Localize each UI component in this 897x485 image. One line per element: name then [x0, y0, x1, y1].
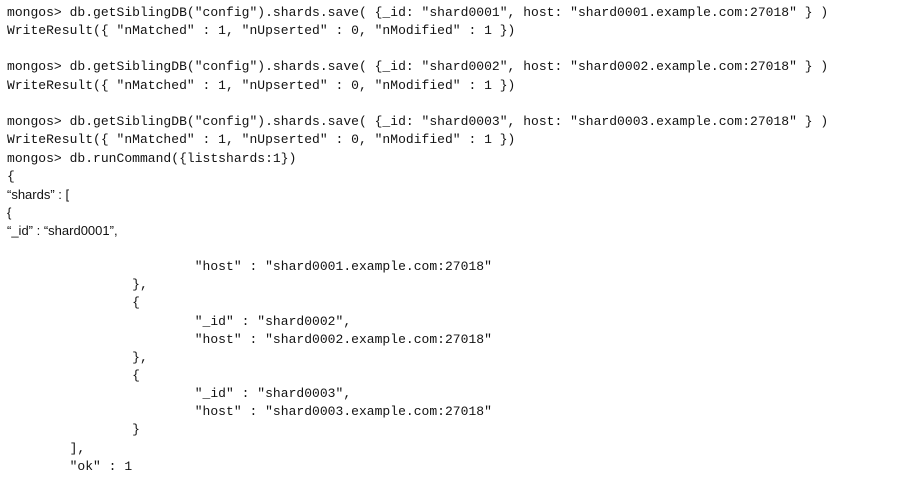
output-line: {: [7, 205, 12, 220]
output-line: {: [7, 368, 140, 383]
output-line: },: [7, 277, 148, 292]
output-line: "host" : "shard0003.example.com:27018": [7, 404, 492, 419]
command-line: mongos> db.getSiblingDB("config").shards…: [7, 5, 829, 20]
output-line: “shards” : [: [7, 187, 70, 202]
output-line: {: [7, 295, 140, 310]
output-line: WriteResult({ "nMatched" : 1, "nUpserted…: [7, 23, 516, 38]
output-line: {: [7, 169, 15, 184]
output-line: },: [7, 350, 148, 365]
command-line: mongos> db.runCommand({listshards:1}): [7, 151, 297, 166]
command-line: mongos> db.getSiblingDB("config").shards…: [7, 114, 829, 129]
output-line: WriteResult({ "nMatched" : 1, "nUpserted…: [7, 132, 516, 147]
output-line: "_id" : "shard0003",: [7, 386, 352, 401]
command-line: mongos> db.getSiblingDB("config").shards…: [7, 59, 829, 74]
output-line: "_id" : "shard0002",: [7, 314, 352, 329]
output-line: "host" : "shard0001.example.com:27018": [7, 259, 492, 274]
output-line: ],: [7, 441, 86, 456]
output-line: “_id” : “shard0001”,: [7, 223, 118, 238]
output-line: "ok" : 1: [7, 459, 133, 474]
output-line: WriteResult({ "nMatched" : 1, "nUpserted…: [7, 78, 516, 93]
output-line: }: [7, 422, 140, 437]
output-line: "host" : "shard0002.example.com:27018": [7, 332, 492, 347]
